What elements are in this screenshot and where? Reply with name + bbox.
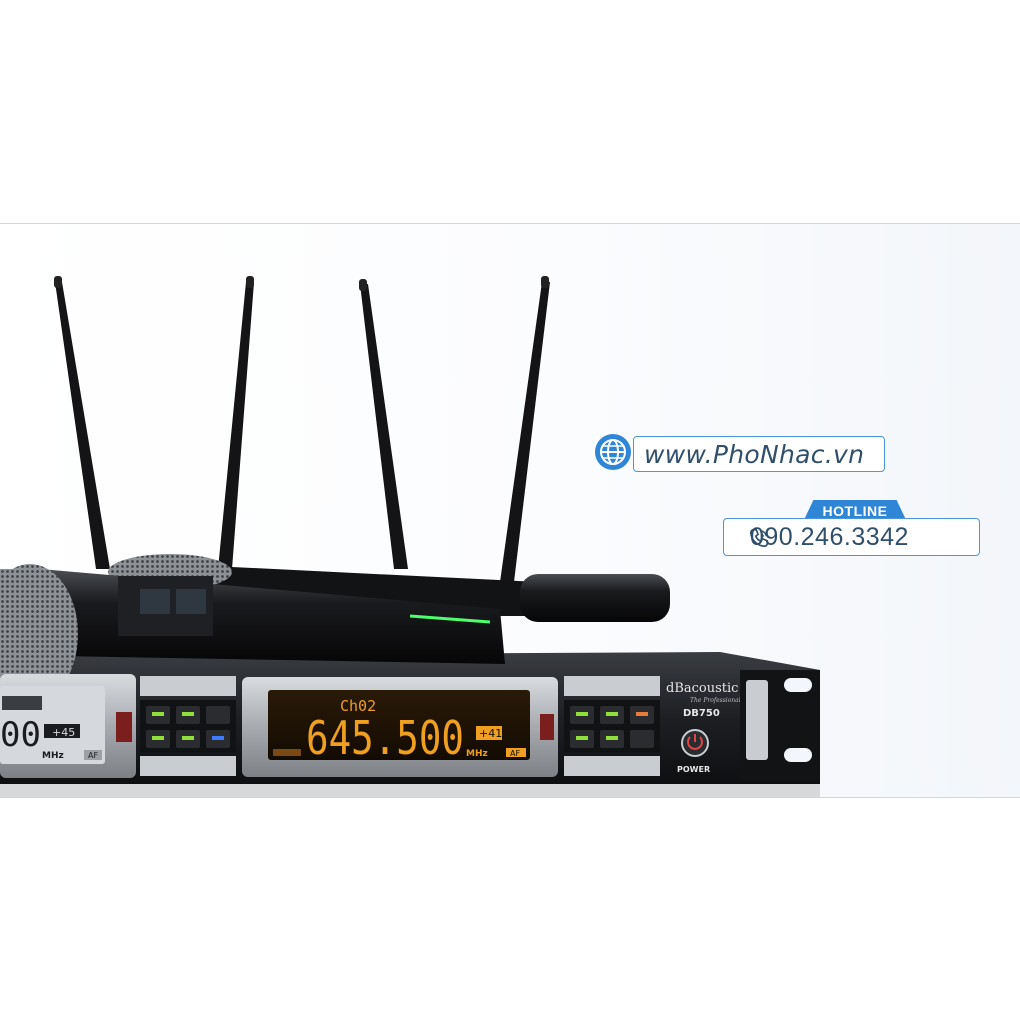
hotline-number: 090.246.3342 bbox=[750, 522, 909, 551]
microphone-front bbox=[0, 564, 505, 704]
left-button-cluster bbox=[140, 676, 236, 776]
model-label: DB750 bbox=[683, 708, 720, 719]
website-link[interactable]: www.PhoNhac.vn bbox=[633, 436, 885, 472]
svg-text:The Professional: The Professional bbox=[690, 697, 741, 704]
svg-text:MHz: MHz bbox=[42, 751, 64, 761]
power-button bbox=[681, 729, 709, 757]
product-scene: 00 +45 MHz AF Ch02 645.500 bbox=[0, 276, 820, 797]
brand-logo: dBacoustic bbox=[666, 681, 738, 696]
svg-text:AF: AF bbox=[510, 749, 520, 758]
svg-text:+41: +41 bbox=[479, 727, 502, 740]
svg-text:+45: +45 bbox=[52, 726, 75, 739]
svg-text:MHz: MHz bbox=[466, 749, 488, 759]
frequency-readout: 645.500 bbox=[306, 711, 464, 765]
hotline-label: HOTLINE bbox=[803, 500, 907, 522]
product-banner: 00 +45 MHz AF Ch02 645.500 bbox=[0, 223, 1020, 798]
hotline-box[interactable]: 090.246.3342 bbox=[723, 518, 980, 556]
phone-icon bbox=[749, 528, 769, 548]
antenna-group bbox=[54, 276, 550, 582]
left-display-digits: 00 bbox=[0, 715, 41, 755]
frequency-display bbox=[268, 690, 530, 760]
website-text: www.PhoNhac.vn bbox=[644, 439, 865, 469]
channel-readout: Ch02 bbox=[340, 697, 376, 715]
svg-text:AF: AF bbox=[88, 751, 98, 760]
globe-icon bbox=[595, 434, 631, 470]
right-button-cluster bbox=[564, 676, 660, 776]
svg-text:POWER: POWER bbox=[677, 765, 710, 774]
